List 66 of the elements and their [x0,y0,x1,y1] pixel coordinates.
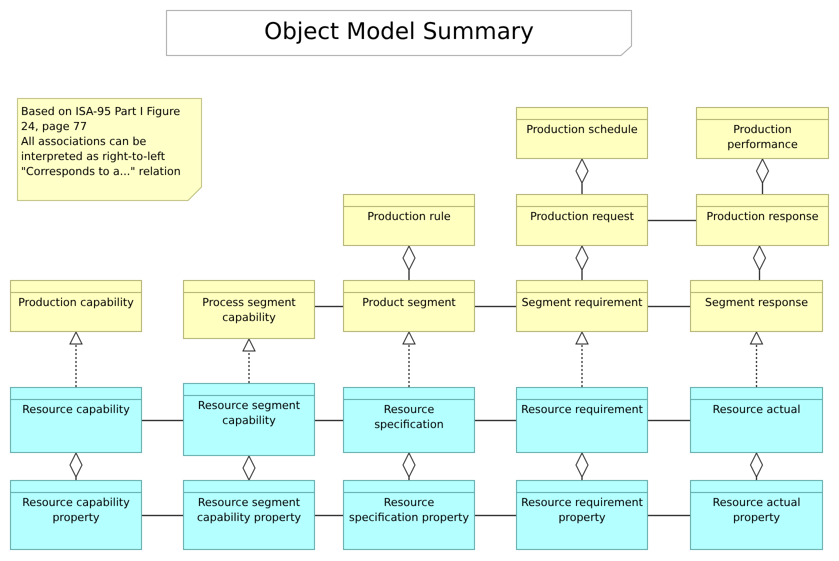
class-box [516,280,648,332]
class-box [516,480,648,550]
class-box [343,280,475,332]
realization-arrow [750,332,763,387]
class-box [183,480,315,550]
note-box [17,98,202,201]
association-line [648,306,690,308]
aggregation-line [242,456,256,480]
class-name: Resource requirement [520,402,644,417]
class-name: Segment requirement [520,295,644,310]
class-box [10,480,142,550]
aggregation-line [70,452,82,480]
class-box [10,280,142,332]
realization-arrow [70,332,82,387]
class-name: Resource segment capability [196,398,302,428]
class-box [183,383,315,456]
realization-arrow [242,338,256,383]
diagram-title: Object Model Summary [263,19,535,45]
aggregation-line [402,452,416,480]
class-box [183,280,315,339]
class-box [696,107,829,159]
class-box [343,194,475,246]
association-line [475,514,516,516]
class-name: Resource segment capability property [196,495,302,525]
class-box [696,194,829,246]
association-line [315,420,343,422]
class-name: Product segment [361,295,457,310]
class-name: Resource requirement property [520,495,644,525]
class-box [516,387,648,453]
association-line [648,420,690,422]
class-name: Production capability [17,295,135,310]
class-name: Production response [706,209,820,224]
class-name: Resource actual [712,402,802,417]
class-name: Resource capability property [21,495,131,525]
association-line [648,220,696,222]
association-line [648,514,690,516]
class-name: Resource specification property [348,495,470,525]
class-name: Production schedule [525,122,639,137]
association-line [142,514,183,516]
class-name: Resource actual property [712,495,802,525]
association-line [315,514,343,516]
aggregation-line [576,452,588,480]
class-name: Process segment capability [201,295,297,325]
class-name: Resource specification [373,402,445,432]
association-line [475,420,516,422]
class-name: Segment response [704,295,809,310]
class-box [343,480,475,550]
class-box [690,480,823,550]
class-box [690,387,823,453]
association-line [315,306,343,308]
class-box [10,387,142,453]
association-line [142,420,183,422]
realization-arrow [576,332,588,387]
class-box [690,280,823,332]
class-name: Production request [529,209,635,224]
class-box [516,107,648,159]
class-box [516,194,648,246]
class-name: Production rule [366,209,452,224]
note-text: Based on ISA-95 Part I Figure 24, page 77 [21,104,182,134]
class-box [343,387,475,453]
realization-arrow [402,332,416,387]
aggregation-line [750,452,763,480]
association-line [475,306,516,308]
note-text: All associations can be interpreted as right-to-left "Corresponds to a..." relation [21,134,182,179]
class-name: Production performance [726,122,799,152]
class-name: Resource capability [21,402,131,417]
